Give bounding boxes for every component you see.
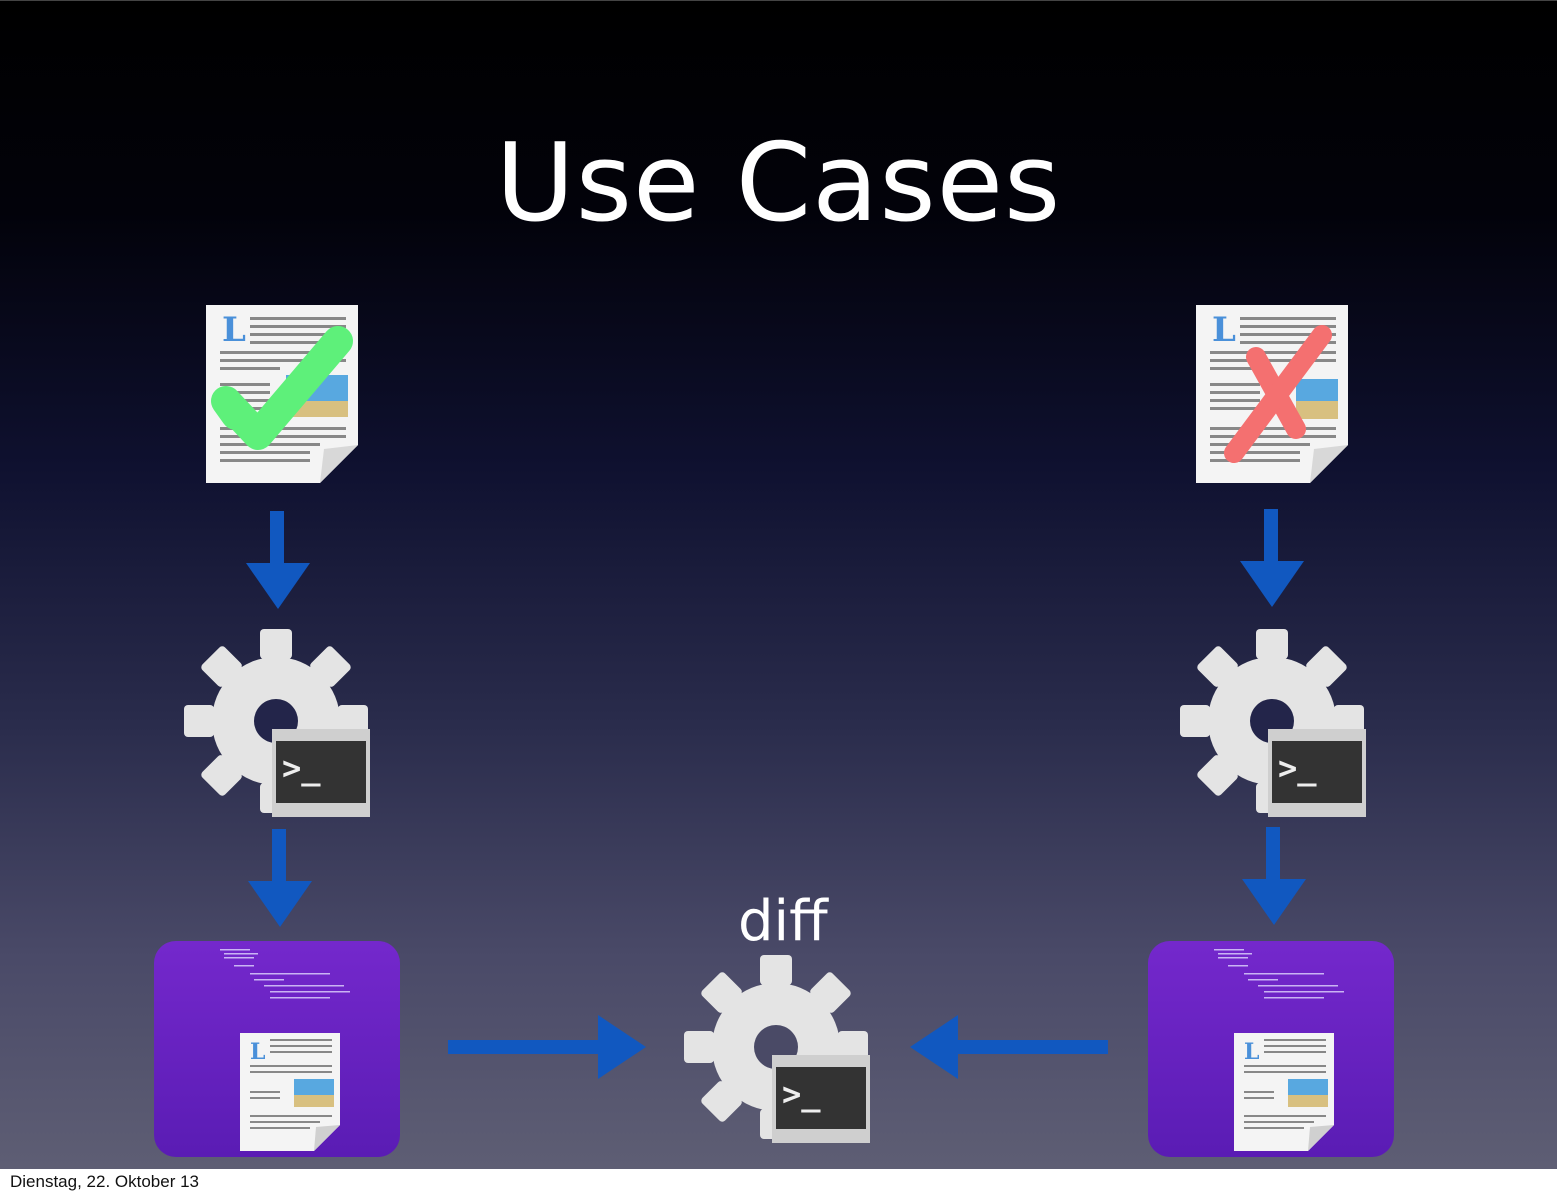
svg-text:L: L: [1244, 1039, 1259, 1065]
document-invalid-icon: L: [1196, 305, 1348, 483]
document-icon: L: [240, 1033, 340, 1151]
document-icon: L: [1234, 1033, 1334, 1151]
script-gear-icon: >_: [184, 629, 370, 817]
document-valid-icon: L: [206, 305, 358, 483]
svg-text:L: L: [1212, 310, 1236, 350]
code-text-icon: [220, 949, 350, 999]
cross-icon: [1224, 325, 1332, 463]
footer-date: Dienstag, 22. Oktober 13: [10, 1172, 200, 1191]
output-box-icon: L: [154, 941, 400, 1157]
svg-text:L: L: [222, 310, 246, 350]
script-gear-icon: >_: [1180, 629, 1366, 817]
arrow-right-icon: [448, 1015, 646, 1079]
output-box-icon: L: [1148, 941, 1394, 1157]
slide-title: Use Cases: [495, 121, 1062, 246]
terminal-icon: >_: [772, 1055, 870, 1143]
diff-gear-icon: >_: [684, 955, 870, 1143]
code-text-icon: [1214, 949, 1344, 999]
arrow-down-icon: [248, 829, 312, 927]
document-icon: L: [1196, 305, 1348, 483]
slide: Use Cases L L: [0, 0, 1557, 1169]
document-icon: L: [206, 305, 358, 483]
terminal-icon: >_: [1268, 729, 1366, 817]
terminal-icon: >_: [272, 729, 370, 817]
arrow-left-icon: [910, 1015, 1108, 1079]
svg-text:>_: >_: [282, 749, 321, 787]
checkmark-icon: [211, 326, 353, 450]
arrow-down-icon: [246, 511, 310, 609]
svg-text:>_: >_: [782, 1075, 821, 1113]
svg-text:>_: >_: [1278, 749, 1317, 787]
arrow-down-icon: [1242, 827, 1306, 925]
arrow-down-icon: [1240, 509, 1304, 607]
svg-text:L: L: [250, 1039, 265, 1065]
diff-label: diff: [738, 889, 828, 954]
